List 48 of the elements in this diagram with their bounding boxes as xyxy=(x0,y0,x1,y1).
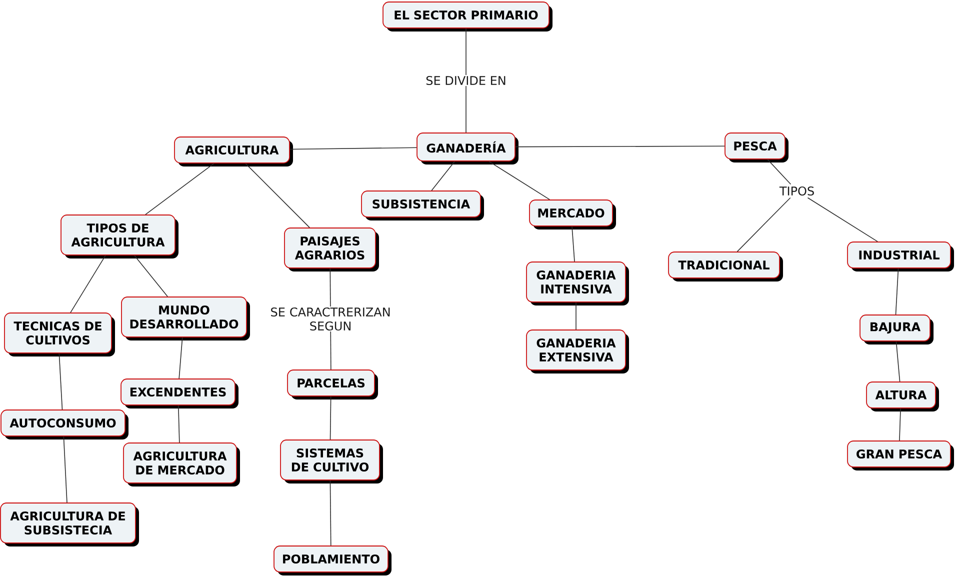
linking-phrase: TIPOS xyxy=(779,186,814,196)
concept-box: MERCADO xyxy=(529,200,616,230)
concept-box: TECNICAS DE CULTIVOS xyxy=(4,312,115,356)
concept-box: PAISAJES AGRARIOS xyxy=(284,228,379,272)
connector-line xyxy=(572,226,575,262)
connector-line xyxy=(767,159,792,185)
connector-line xyxy=(431,161,455,191)
connector-line xyxy=(330,480,332,546)
concept-box: SUBSISTENCIA xyxy=(361,190,484,220)
connector-line xyxy=(134,255,168,297)
concept-box: GANADERIA EXTENSIVA xyxy=(526,330,629,374)
concept-box: AGRICULTURA DE MERCADO xyxy=(123,442,240,486)
connector-line xyxy=(178,405,180,443)
edge-label: SE CARACTRERIZAN SEGUN xyxy=(270,306,392,332)
concept-box: TRADICIONAL xyxy=(668,252,784,282)
concept-box: SISTEMAS DE CULTIVO xyxy=(280,440,383,484)
connector-line xyxy=(58,353,63,410)
concept-box: AUTOCONSUMO xyxy=(0,410,128,440)
concept-box: AGRICULTURA DE SUBSISTECIA xyxy=(0,502,139,546)
connector-line xyxy=(895,268,899,315)
connector-line xyxy=(290,147,417,150)
connector-line xyxy=(178,337,183,379)
concept-box: PARCELAS xyxy=(287,370,378,400)
concept-box: AGRICULTURA xyxy=(174,136,293,166)
edge-label: SE DIVIDE EN xyxy=(426,74,506,86)
connector-line xyxy=(807,197,878,242)
concept-box: POBLAMIENTO xyxy=(274,546,392,576)
connector-line xyxy=(330,396,332,440)
concept-box: GRAN PESCA xyxy=(847,440,954,470)
connector-line xyxy=(488,161,550,200)
connector-line xyxy=(899,408,901,441)
concept-box: EL SECTOR PRIMARIO xyxy=(382,2,552,32)
connector-line xyxy=(736,197,791,252)
concept-box: BAJURA xyxy=(860,314,934,344)
concept-box: GANADERIA INTENSIVA xyxy=(526,262,629,306)
concept-box: ALTURA xyxy=(866,382,940,412)
connector-line xyxy=(70,255,106,313)
connector-line xyxy=(145,163,214,215)
concept-box: EXCENDENTES xyxy=(120,378,238,408)
connector-line xyxy=(896,341,900,382)
connector-line xyxy=(245,163,310,228)
concept-box: PESCA xyxy=(724,132,788,162)
concept-box: INDUSTRIAL xyxy=(847,242,954,272)
concept-box: MUNDO DESARROLLADO xyxy=(121,296,250,340)
connector-line xyxy=(515,146,725,148)
connector-line xyxy=(63,436,68,503)
concept-box: GANADERÍA xyxy=(416,132,518,164)
concept-box: TIPOS DE AGRICULTURA xyxy=(60,214,178,258)
